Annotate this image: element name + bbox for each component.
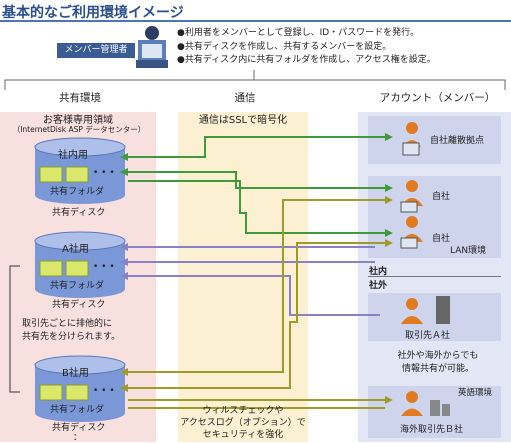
admin-person-icon (136, 26, 168, 68)
disk-internal-caption: 共有ディスク (52, 208, 106, 218)
shared-area-title: お客様専用領域 (43, 115, 113, 126)
partner-bracket (9, 265, 20, 393)
shared-area-subtitle: （InternetDisk ASP データセンター） (12, 125, 146, 134)
disk-a-dots: • • • (93, 262, 115, 272)
partner-a-person-icon (401, 296, 450, 324)
partner-b-label: 海外取引先Ｂ社 (400, 425, 464, 435)
disk-b-caption: 共有ディスク (52, 423, 106, 433)
disk-b-name: B社用 (62, 368, 89, 379)
self-lan-label-2: LAN環境 (450, 246, 487, 256)
inside-outside-divider (368, 276, 501, 277)
disk-b-dots: • • • (93, 386, 115, 396)
partner-note: 取引先ごとに排他的に 共有先を分けられます。 (22, 319, 121, 342)
partner-a-box (368, 293, 501, 341)
self-label: 自社 (432, 192, 451, 202)
security-note: ウィルスチェックや アクセスログ（オプション）で セキュリティを強化 (180, 406, 306, 440)
admin-bullets: ●利用者をメンバーとして登録し、ID・パスワードを発行。 ●共有ディスクを作成し… (177, 27, 436, 68)
overseas-note: 社外や海外からでも 情報共有が可能。 (397, 351, 479, 374)
disk-a-folder: 共有フォルダ (50, 281, 105, 291)
disk-internal-name: 社内用 (58, 150, 88, 161)
arrowheads (120, 133, 393, 404)
outside-label: 社外 (369, 281, 388, 291)
disk-b-icon (34, 355, 126, 422)
bullet-1: ●利用者をメンバーとして登録し、ID・パスワードを発行。 (177, 28, 420, 38)
olive-connections (128, 199, 385, 409)
disk-internal-dots: • • • (93, 168, 115, 178)
more-disks-indicator: ： (73, 433, 83, 443)
purple-connections (128, 246, 380, 316)
disk-a-name: A社用 (62, 244, 89, 255)
partner-b-person-icon (401, 391, 450, 416)
branch-label: 自社離散拠点 (430, 136, 485, 146)
ssl-label: 通信はSSLで暗号化 (198, 115, 288, 126)
self-lan-label-1: 自社 (432, 234, 451, 244)
disk-internal-icon (34, 137, 126, 204)
bullet-3: ●共有ディスク内に共有フォルダを作成し、アクセス権を設定。 (177, 55, 436, 65)
disk-b-folder: 共有フォルダ (50, 405, 105, 415)
disk-a-caption: 共有ディスク (52, 300, 106, 310)
column-comm-heading: 通信 (234, 92, 256, 104)
column-account-heading: アカウント（メンバー） (379, 92, 496, 104)
title-underline (0, 20, 511, 22)
inside-label: 社内 (369, 267, 388, 277)
partner-a-label: 取引先Ａ社 (405, 331, 451, 341)
branch-person-icon (402, 122, 421, 156)
page-title: 基本的なご利用環境イメージ (2, 5, 184, 21)
disk-internal-folder: 共有フォルダ (50, 187, 105, 197)
disk-a-icon (34, 231, 126, 298)
self-lan-person-icon (400, 216, 423, 249)
green-connections (128, 136, 385, 234)
column-shared-heading: 共有環境 (59, 92, 101, 104)
admin-badge: メンバー管理者 (57, 43, 135, 58)
bullet-2: ●共有ディスクを作成し、共有するメンバーを設定。 (177, 41, 392, 52)
branch-box (368, 116, 501, 164)
self-person-icon (400, 180, 423, 213)
english-env-label: 英語環境 (458, 388, 493, 398)
